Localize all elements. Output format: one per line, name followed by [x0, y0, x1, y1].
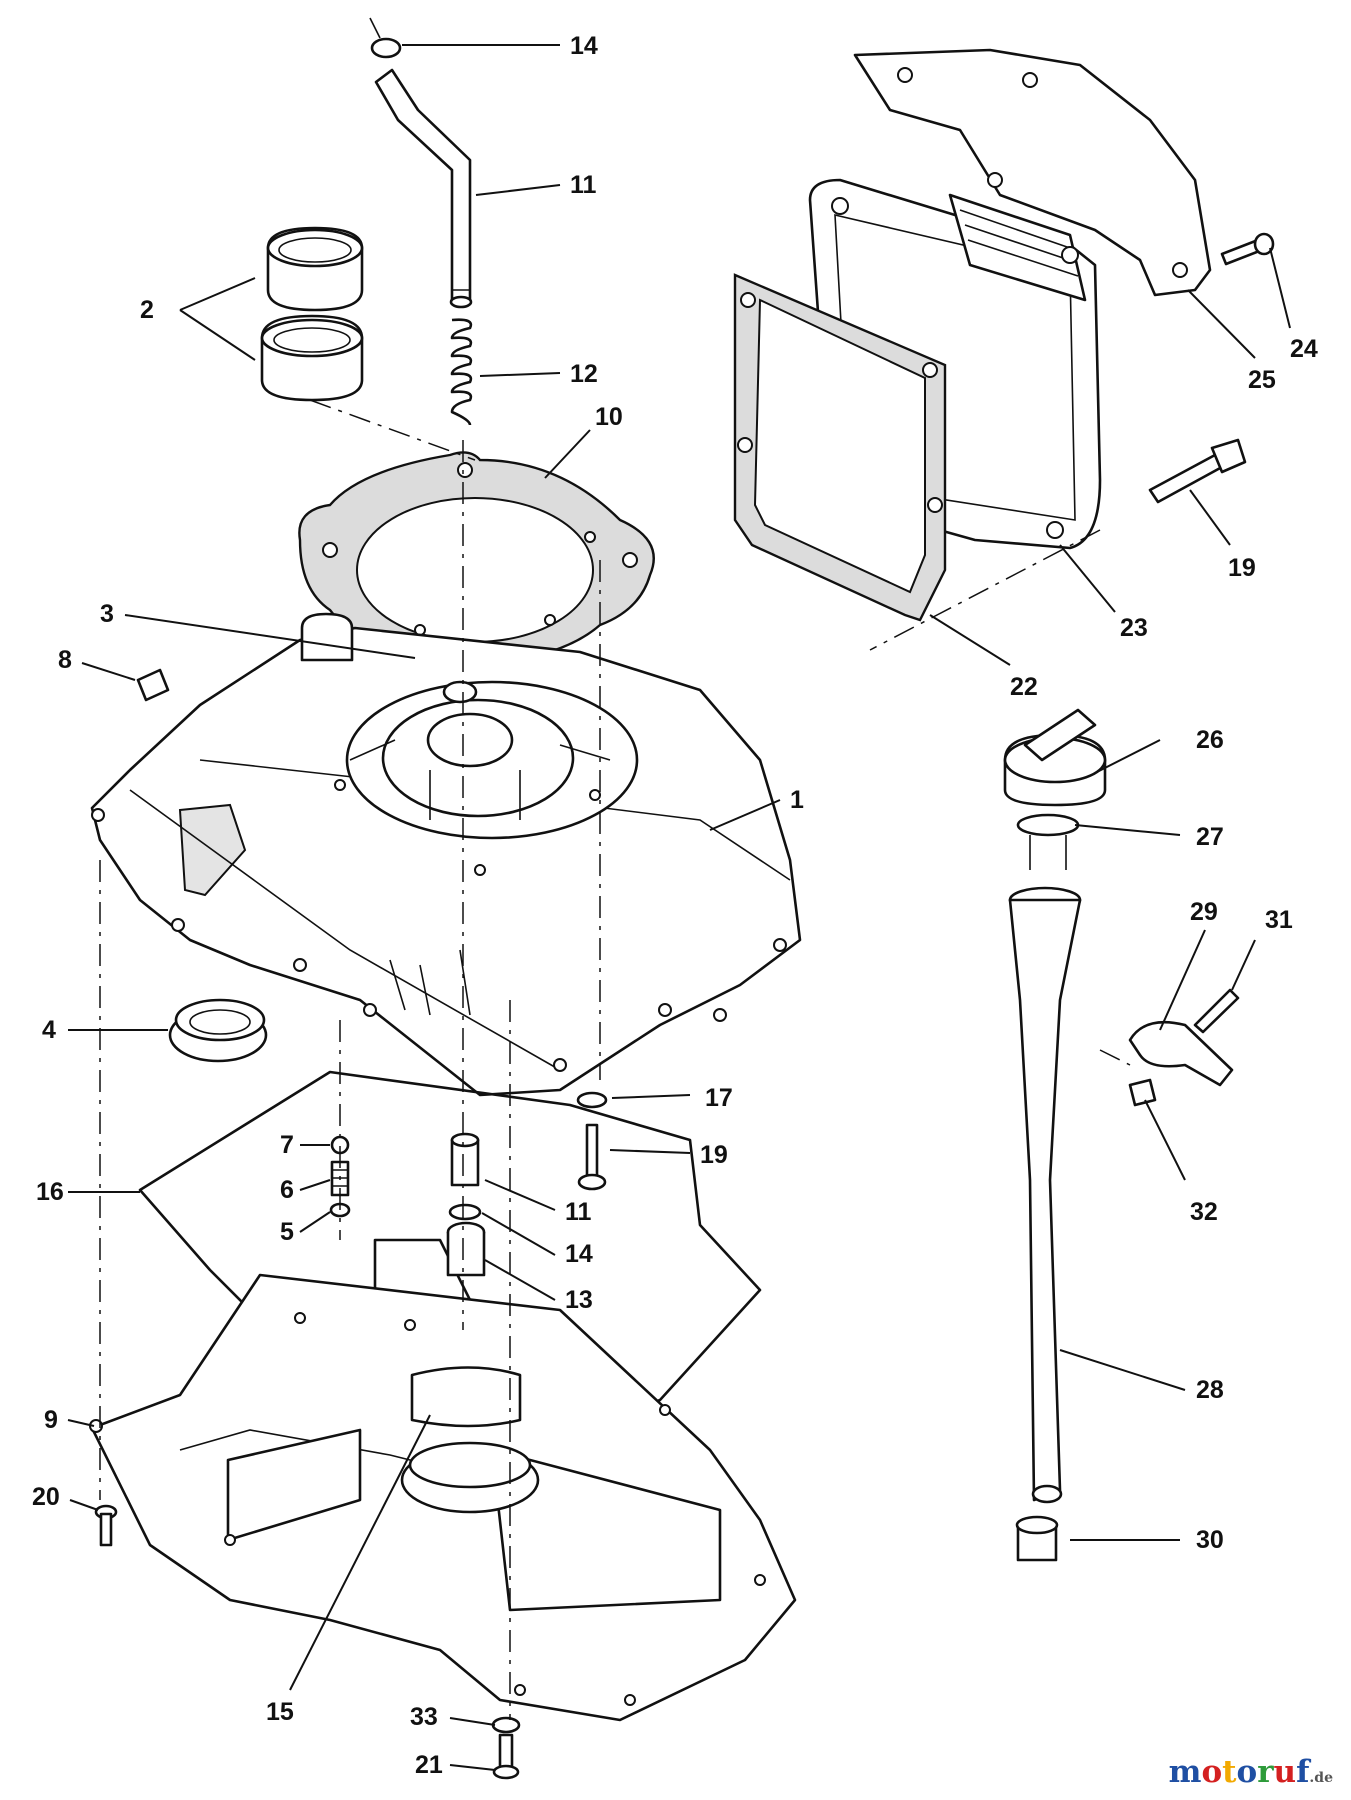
watermark-suffix: .de [1309, 1770, 1333, 1786]
callout-29: 29 [1190, 898, 1218, 926]
part-11-pickup-tube [450, 1132, 480, 1187]
part-19-bolt-lower [577, 1123, 607, 1191]
callout-8: 8 [58, 646, 72, 674]
callout-23: 23 [1120, 614, 1148, 642]
callout-2: 2 [140, 296, 154, 324]
part-22-valve-cover-gasket [733, 273, 947, 622]
callout-32: 32 [1190, 1198, 1218, 1226]
callout-26: 26 [1196, 726, 1224, 754]
callout-22: 22 [1010, 673, 1038, 701]
callout-labels: 14 11 2 12 10 3 8 1 4 17 19 7 6 16 11 5 … [32, 32, 1318, 1779]
watermark-letter: t [1222, 1754, 1237, 1790]
assembly-axes [99, 399, 1131, 1720]
part-14-o-ring-lower [448, 1203, 482, 1221]
part-2-bearing-upper [266, 226, 364, 312]
callout-24: 24 [1290, 335, 1318, 363]
callout-28: 28 [1196, 1376, 1224, 1404]
part-31-clamp-screw [1193, 988, 1240, 1034]
callout-19-lower: 19 [700, 1141, 728, 1169]
callout-14-top: 14 [570, 32, 598, 60]
part-29-clamp [1128, 1020, 1234, 1087]
part-1-crankcase [90, 612, 802, 1097]
callout-31: 31 [1265, 906, 1293, 934]
callout-6: 6 [280, 1176, 294, 1204]
part-20-bolt [94, 1504, 118, 1547]
watermark-letter: m [1168, 1754, 1202, 1790]
leader-lines [67, 44, 1291, 1771]
callout-14-lower: 14 [565, 1240, 593, 1268]
part-4-oil-seal [168, 998, 268, 1063]
part-12-spring [450, 318, 473, 426]
callout-3: 3 [100, 600, 114, 628]
callout-1: 1 [790, 786, 804, 814]
callout-9: 9 [44, 1406, 58, 1434]
watermark-letter: u [1273, 1754, 1297, 1790]
part-26-oil-fill-cap [1003, 708, 1107, 807]
part-33-washer [491, 1716, 521, 1734]
callout-5: 5 [280, 1218, 294, 1246]
callout-17: 17 [705, 1084, 733, 1112]
callout-33: 33 [410, 1703, 438, 1731]
motoruf-watermark-logo: motoruf.de [1169, 1754, 1333, 1790]
watermark-letter: r [1257, 1754, 1274, 1790]
part-21-bolt [492, 1733, 520, 1780]
callout-11-top: 11 [570, 171, 597, 199]
part-27-o-ring [1016, 813, 1080, 870]
callout-15: 15 [266, 1698, 294, 1726]
part-11-breather-tube [374, 68, 473, 309]
part-17-washer [576, 1091, 608, 1109]
part-30-drain-plug [1015, 1515, 1059, 1562]
part-8-plug [136, 668, 170, 702]
part-14-o-ring-top [369, 17, 402, 59]
part-2-bearing-lower [260, 314, 364, 402]
callout-12: 12 [570, 360, 598, 388]
callout-20: 20 [32, 1483, 60, 1511]
part-25-shroud [853, 48, 1212, 297]
callout-16: 16 [36, 1178, 64, 1206]
callout-13: 13 [565, 1286, 593, 1314]
callout-4: 4 [42, 1016, 56, 1044]
callout-11-lower: 11 [565, 1198, 592, 1226]
part-28-dipstick-tube [1008, 886, 1082, 1504]
callout-19-upper: 19 [1228, 554, 1256, 582]
part-15-screen [410, 1366, 522, 1428]
watermark-letter: f [1296, 1754, 1310, 1790]
part-19-bolt-upper [1148, 438, 1247, 504]
callout-10: 10 [595, 403, 623, 431]
part-9-oil-pan [89, 1273, 797, 1722]
callout-27: 27 [1196, 823, 1224, 851]
callout-30: 30 [1196, 1526, 1224, 1554]
callout-7: 7 [280, 1131, 294, 1159]
part-24-screw [1220, 232, 1275, 266]
watermark-letter: o [1236, 1754, 1258, 1790]
watermark-letter: o [1201, 1754, 1223, 1790]
callout-21: 21 [415, 1751, 443, 1779]
part-13-oil-pickup [373, 1221, 486, 1302]
callout-25: 25 [1248, 366, 1276, 394]
part-32-clamp-nut [1128, 1078, 1157, 1107]
